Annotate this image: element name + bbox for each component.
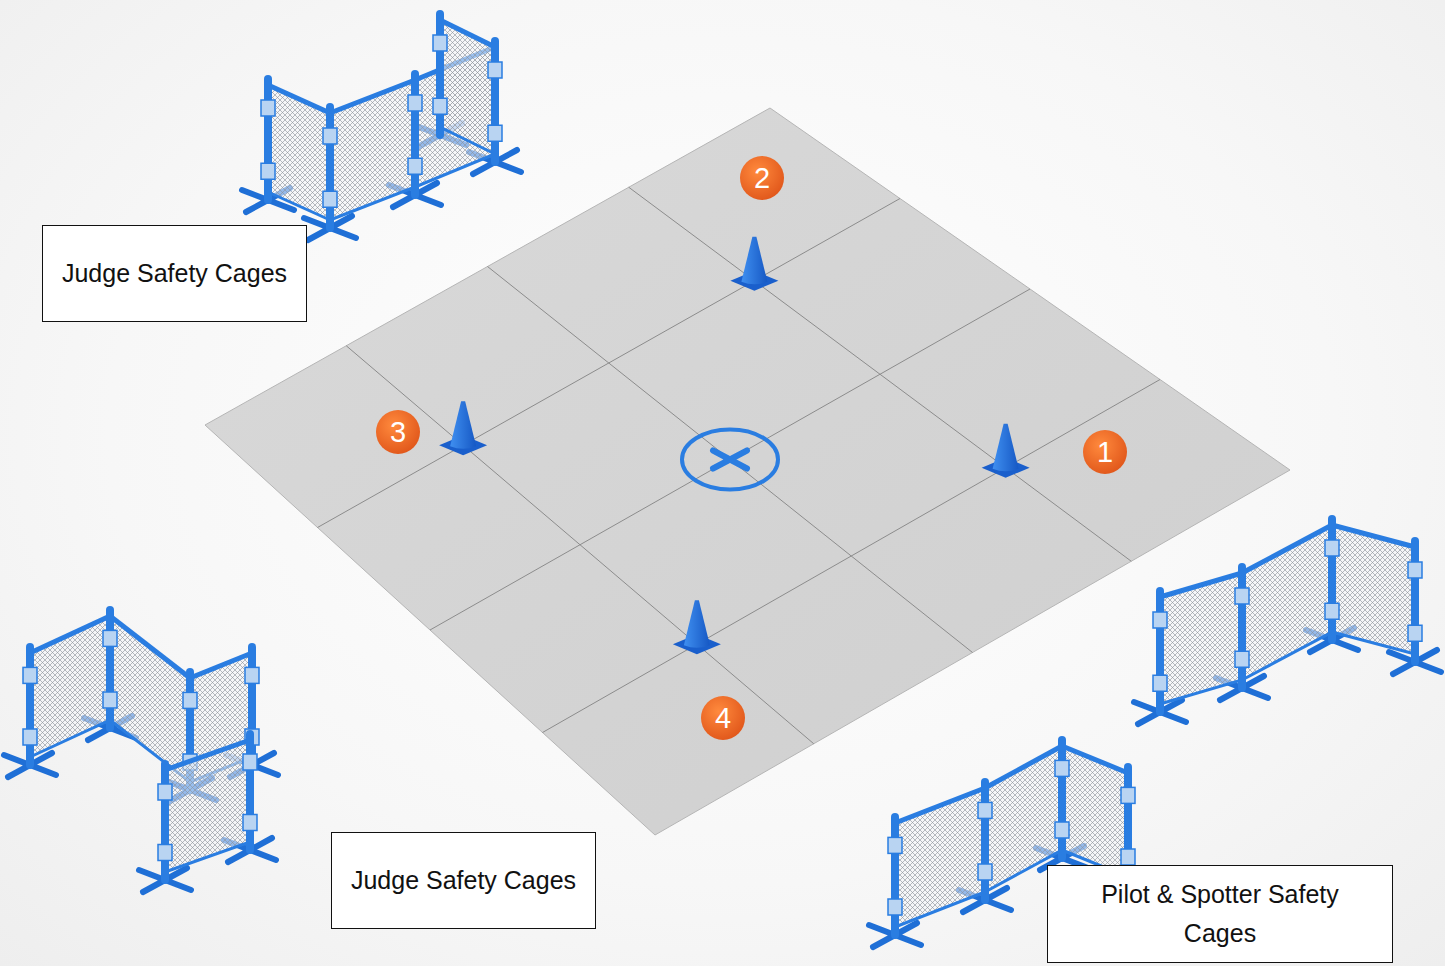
box-label: Judge Safety Cages [351, 861, 576, 900]
mat-grid-line [430, 289, 1030, 630]
callout-number: 2 [740, 156, 784, 200]
mat-grid-line [346, 346, 814, 744]
field-mat [205, 108, 1290, 835]
callout-number: 3 [376, 410, 420, 454]
callout-badge [1083, 430, 1127, 474]
callout-badge [701, 696, 745, 740]
cone [730, 237, 778, 291]
callout-number: 4 [701, 696, 745, 740]
cone [673, 600, 721, 654]
callout-badge [740, 156, 784, 200]
callout-number: 1 [1083, 430, 1127, 474]
box-label: Pilot & Spotter Safety Cages [1062, 875, 1378, 953]
cone [982, 424, 1030, 478]
label-box: Pilot & Spotter Safety Cages [1047, 865, 1393, 963]
safety-cage [1134, 519, 1441, 724]
label-box: Judge Safety Cages [42, 225, 307, 322]
safety-cage [242, 14, 521, 240]
landing-mark [682, 430, 778, 490]
cone [439, 401, 487, 455]
safety-cage [139, 734, 276, 892]
label-box: Judge Safety Cages [331, 832, 596, 929]
mat-grid-line [543, 380, 1161, 733]
callout-badge [376, 410, 420, 454]
mat-grid-line [488, 267, 973, 653]
box-label: Judge Safety Cages [62, 254, 287, 293]
